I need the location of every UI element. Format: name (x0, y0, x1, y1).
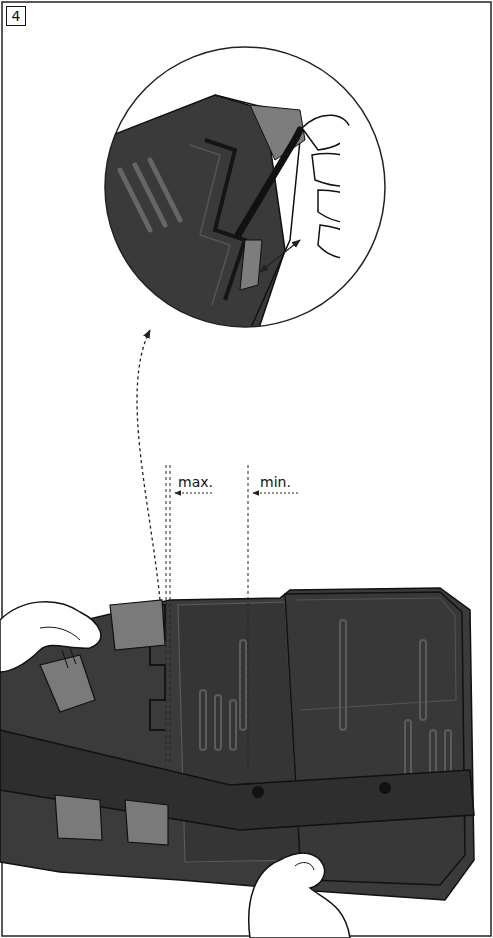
detail-view (100, 40, 400, 340)
limit-label: max. (177, 475, 214, 489)
step-number-box: 4 (6, 6, 26, 26)
limit-label: min. (259, 475, 292, 489)
limit-arrows (175, 493, 298, 494)
brace-illustration (0, 588, 474, 938)
pointer-arrow (137, 330, 160, 600)
step-number: 4 (12, 9, 21, 23)
limit-lines (166, 465, 248, 772)
